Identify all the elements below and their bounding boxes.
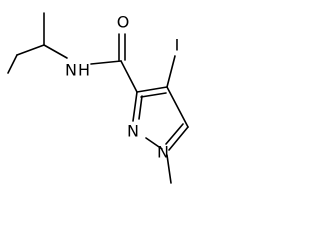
oxygen-atom-label: O — [117, 13, 130, 32]
bond-n1-methyl — [166, 154, 172, 184]
molecule-drawing: O N H I N N — [7, 12, 189, 184]
ring-nitrogen-1-label: N — [157, 143, 169, 162]
bond-c3-c4-double-a — [136, 86, 168, 93]
bond-c4-iodine — [166, 55, 176, 88]
bond-nh-carbonyl-c — [90, 60, 122, 65]
bond-carbonyl-c-c3 — [120, 60, 138, 93]
amide-nitrogen-label: N — [65, 61, 77, 80]
iodine-atom-label: I — [175, 36, 180, 55]
bond-c5-n1-double-b — [165, 123, 184, 145]
bond-ch-nh — [43, 44, 68, 59]
bond-c5-n1-double-a — [168, 126, 189, 151]
ring-nitrogen-2-label: N — [127, 122, 139, 141]
structure-canvas: O N H I N N — [7, 12, 189, 184]
bond-ch2-ch — [16, 44, 45, 56]
bond-ethyl-ch3-ch2 — [7, 54, 18, 74]
bond-n2-c3-double-b — [138, 95, 143, 120]
bond-c4-c5 — [166, 86, 189, 128]
bond-n2-c3-double-a — [132, 91, 138, 122]
amide-hydrogen-label: H — [78, 61, 90, 80]
bond-n1-n2 — [145, 137, 163, 150]
bond-c3-c4-double-b — [140, 92, 167, 98]
